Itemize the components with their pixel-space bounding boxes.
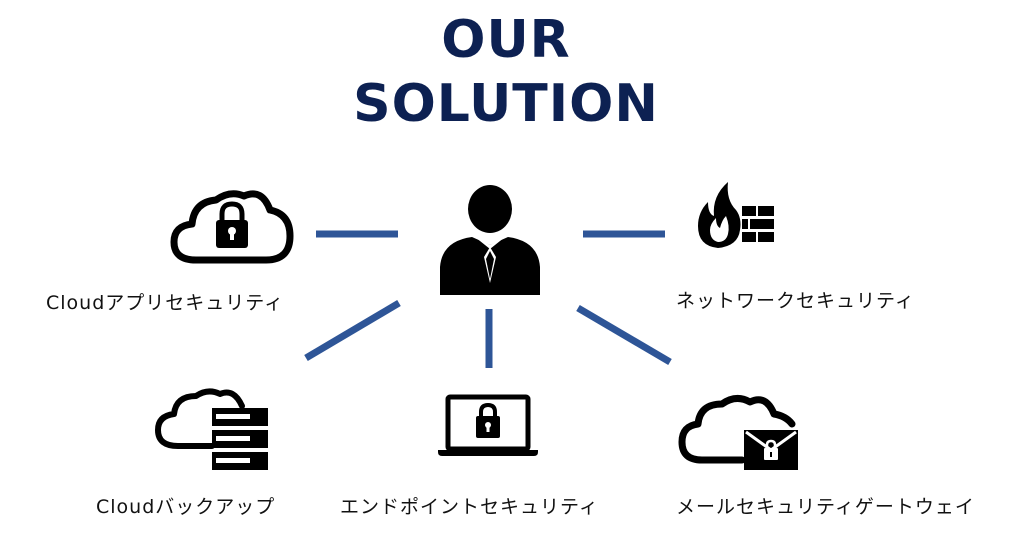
label-network-security: ネットワークセキュリティ <box>676 290 915 312</box>
label-endpoint-security: エンドポイントセキュリティ <box>340 496 599 518</box>
connector-cloud-backup <box>304 299 401 362</box>
cloud-mail-lock-icon <box>678 395 798 470</box>
firewall-icon <box>698 182 774 248</box>
label-cloud-backup: Cloudバックアップ <box>96 496 276 518</box>
label-mail-security-gateway: メールセキュリティゲートウェイ <box>676 496 975 518</box>
cloud-lock-icon <box>170 190 294 264</box>
businessman-icon <box>440 185 540 295</box>
title-line-1: OUR <box>441 10 571 70</box>
cloud-server-icon <box>155 388 268 470</box>
laptop-lock-icon <box>438 394 538 456</box>
label-cloud-app-security: Cloudアプリセキュリティ <box>46 292 285 314</box>
connector-mail <box>576 304 672 366</box>
title-line-2: SOLUTION <box>353 74 659 134</box>
